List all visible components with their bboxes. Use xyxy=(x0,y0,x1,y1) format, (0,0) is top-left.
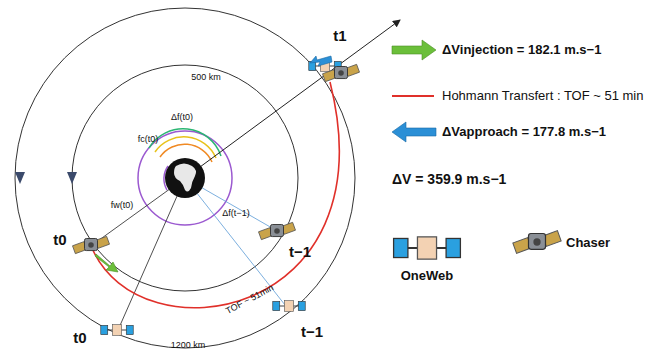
legend-text: Hohmann Transfert : TOF ~ 51 min xyxy=(442,89,643,103)
figure-label: t1 xyxy=(333,28,346,45)
figure-label: Δf(t−1) xyxy=(222,209,249,219)
figure-label: ΔV = 359.9 m.s−1 xyxy=(392,172,506,187)
figure-label: fw(t0) xyxy=(111,201,134,211)
figure-label: TOF ~ 51min xyxy=(224,283,275,316)
figure-label: Δf(t0) xyxy=(171,113,193,123)
legend-text: ΔVinjection = 182.1 m.s−1 xyxy=(442,43,601,57)
legend-text: Chaser xyxy=(566,236,610,250)
figure-label: 1200 km xyxy=(171,341,206,351)
figure-label: t−1 xyxy=(301,324,323,341)
figure-label: t0 xyxy=(53,232,66,249)
figure-label: fc(t0) xyxy=(138,135,159,145)
figure-label: t0 xyxy=(73,330,86,347)
figure-label: t−1 xyxy=(289,244,311,261)
legend-text: ΔVapproach = 177.8 m.s−1 xyxy=(442,125,606,139)
legend-text: OneWeb xyxy=(401,269,454,283)
figure-label: 500 km xyxy=(191,73,221,83)
